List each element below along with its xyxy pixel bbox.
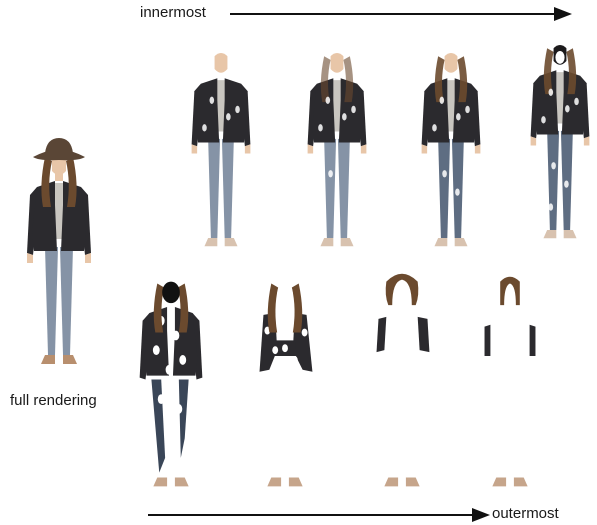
speckle-0 <box>440 97 445 104</box>
right-leg <box>60 247 73 355</box>
left-shoe <box>41 355 55 364</box>
speckle-3 <box>235 106 240 113</box>
outermost-label: outermost <box>492 505 559 523</box>
right-shoe <box>225 238 238 246</box>
right-leg <box>561 131 573 230</box>
speckle-5 <box>158 394 165 404</box>
face-gap <box>277 283 293 307</box>
face <box>445 53 458 73</box>
left-leg-fragment <box>151 380 165 473</box>
speckle-6 <box>549 203 554 210</box>
speckle-3 <box>179 355 186 365</box>
face <box>215 53 228 73</box>
figure-innermost-4 <box>522 28 597 253</box>
left-shoe <box>434 238 447 246</box>
hair-right <box>292 284 302 333</box>
left-shoe <box>384 478 398 487</box>
speckle-3 <box>574 98 579 105</box>
figure-outermost-1 <box>131 262 211 502</box>
right-shoe <box>564 230 577 238</box>
left-leg <box>208 139 220 238</box>
speckle-3 <box>465 106 470 113</box>
left-leg <box>438 139 450 238</box>
speckle-5 <box>564 180 569 187</box>
speckle-1 <box>456 113 461 120</box>
right-leg-fragment <box>179 380 189 458</box>
figure-innermost-3 <box>413 36 489 261</box>
speckle-1 <box>172 331 179 341</box>
right-shoe <box>175 478 189 487</box>
speckle-4 <box>328 170 333 177</box>
face-gap <box>555 51 564 64</box>
right-shoe <box>63 355 77 364</box>
speckle-1 <box>226 113 231 120</box>
bottom-arrow <box>146 505 496 525</box>
right-leg <box>452 139 464 238</box>
speckle-2 <box>541 116 546 123</box>
left-shoe <box>204 238 217 246</box>
speckle-1 <box>342 113 347 120</box>
top-arrow <box>228 4 588 24</box>
figure-full-rendering <box>19 135 99 380</box>
right-shoe <box>406 478 420 487</box>
speckle-5 <box>455 188 460 195</box>
speckle-4 <box>166 365 173 375</box>
speckle-3 <box>292 356 298 364</box>
hair-outline <box>386 274 419 305</box>
speckle-4 <box>551 162 556 169</box>
speckle-0 <box>210 97 215 104</box>
speckle-4 <box>282 344 288 352</box>
figure-outermost-4 <box>470 262 550 502</box>
speckle-2 <box>153 345 160 355</box>
hair-outline <box>500 277 520 305</box>
figure-outermost-2 <box>245 262 325 502</box>
speckle-0 <box>326 97 331 104</box>
innermost-label: innermost <box>140 4 206 22</box>
left-leg <box>547 131 559 230</box>
face-gap <box>162 282 180 304</box>
speckle-4 <box>442 170 447 177</box>
figure-innermost-2 <box>299 36 375 261</box>
speckle-6 <box>175 404 182 414</box>
speckle-2 <box>202 124 207 131</box>
left-sleeve-fragment <box>485 325 491 356</box>
left-shoe <box>267 478 281 487</box>
right-shoe <box>514 478 528 487</box>
figure-innermost-1 <box>183 36 259 261</box>
face <box>331 53 344 73</box>
hat-brim <box>33 150 85 160</box>
left-leg <box>45 247 58 355</box>
right-shoe <box>289 478 303 487</box>
full-rendering-label: full rendering <box>10 392 97 410</box>
right-shoe <box>341 238 354 246</box>
speckle-3 <box>351 106 356 113</box>
speckle-2 <box>432 124 437 131</box>
left-sleeve-fragment <box>377 317 387 352</box>
speckle-1 <box>302 329 308 337</box>
left-shoe <box>492 478 506 487</box>
right-sleeve-fragment <box>530 325 536 356</box>
figure-outermost-3 <box>362 262 442 502</box>
hair-left <box>268 284 278 333</box>
left-shoe <box>320 238 333 246</box>
right-leg <box>338 139 350 238</box>
speckle-2 <box>318 124 323 131</box>
right-shoe <box>455 238 468 246</box>
left-leg <box>324 139 336 238</box>
speckle-1 <box>565 105 570 112</box>
right-sleeve-fragment <box>418 317 430 352</box>
speckle-2 <box>272 346 278 354</box>
left-shoe <box>153 478 167 487</box>
speckle-0 <box>549 89 554 96</box>
right-leg <box>222 139 234 238</box>
left-shoe <box>543 230 556 238</box>
